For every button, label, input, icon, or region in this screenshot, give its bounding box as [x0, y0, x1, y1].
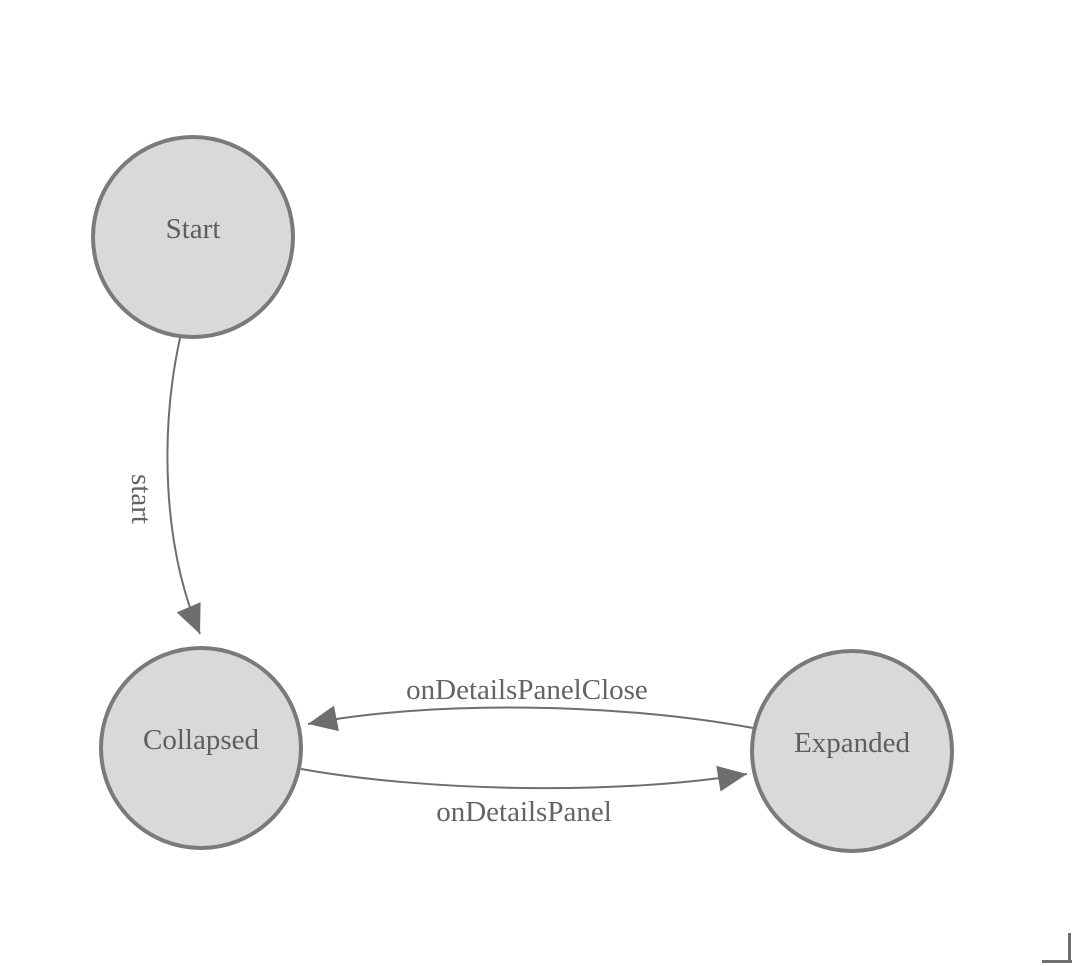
state-label: Start: [166, 213, 221, 245]
state-label: Collapsed: [143, 724, 259, 756]
state-collapsed[interactable]: Collapsed: [99, 646, 303, 850]
edge-on-details-panel: onDetailsPanel: [300, 765, 748, 828]
state-circle[interactable]: [91, 135, 295, 339]
edge-on-details-panel-close: onDetailsPanelClose: [307, 674, 754, 732]
corner-mark-vertical: [1068, 933, 1071, 963]
corner-mark-horizontal: [1042, 960, 1072, 963]
transition-path[interactable]: [300, 765, 748, 792]
state-circle[interactable]: [99, 646, 303, 850]
transition-path[interactable]: [307, 705, 754, 732]
state-label: Expanded: [794, 727, 910, 759]
state-expanded[interactable]: Expanded: [750, 649, 954, 853]
state-circle[interactable]: [750, 649, 954, 853]
transition-label: start: [125, 474, 157, 524]
edge-start: start: [125, 337, 201, 635]
transition-label: onDetailsPanelClose: [406, 674, 648, 706]
transition-path[interactable]: [166, 337, 201, 635]
transition-label: onDetailsPanel: [436, 796, 612, 828]
state-start[interactable]: Start: [91, 135, 295, 339]
